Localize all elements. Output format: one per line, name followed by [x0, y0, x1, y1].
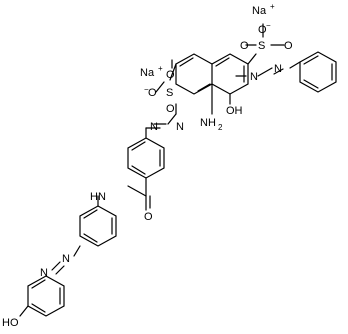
azo-bond-top: [235, 61, 301, 77]
phenol-ring: [27, 275, 65, 317]
benzamide-ring: [127, 137, 165, 179]
ring-hydroxyl: OH: [226, 105, 243, 117]
sulfonate-top-charge: −: [266, 21, 271, 30]
azo-bottom-nitrogen-1: N: [62, 253, 70, 265]
azo-middle-nitrogen-2: N: [150, 121, 158, 133]
amide-nitrogen: HN: [90, 191, 106, 203]
azo-middle-nitrogen-1: N: [176, 121, 184, 133]
amine-label: NH: [200, 117, 216, 129]
sulfonate-top-oxygen-right: O: [284, 40, 293, 52]
sulfonate-left-oxygen-up: O: [166, 69, 175, 81]
sulfonate-left-oxygen-down: O: [166, 103, 175, 115]
sodium-left: Na: [140, 67, 155, 79]
azo-bottom-nitrogen-2: N: [40, 267, 48, 279]
azo-top-nitrogen-1: N: [274, 63, 282, 75]
amide-oxygen: O: [144, 211, 153, 223]
sulfonate-left-sulfur: S: [166, 87, 173, 99]
phenyl-ring-top: [299, 51, 337, 93]
sulfonate-top-oxygen-left: O: [240, 40, 249, 52]
aminophenyl-ring: [79, 205, 117, 247]
sodium-left-charge: +: [158, 64, 163, 73]
sulfonate-top-oxygen-up: O: [258, 24, 267, 36]
naphthalene-ring-right: [211, 53, 249, 95]
sulfonate-top-sulfur: S: [258, 40, 265, 52]
azo-top-nitrogen-2: N: [250, 71, 258, 83]
amide-group: [127, 177, 151, 211]
amine-subscript: 2: [218, 123, 223, 132]
azo-bond-middle: [145, 103, 177, 129]
sulfonate-top: [245, 23, 285, 65]
naphthalene-ring-left: [175, 53, 213, 95]
sulfonate-left-oxygen-left: O: [148, 87, 157, 99]
phenol-hydroxyl: HO: [2, 317, 19, 329]
sodium-top: Na: [252, 5, 267, 17]
sulfonate-left: [155, 59, 177, 93]
sulfonate-left-charge: −: [144, 85, 149, 94]
phenol-oh-bond: [19, 305, 29, 317]
sodium-top-charge: +: [270, 2, 275, 11]
azo-bond-bottom: [51, 245, 81, 275]
